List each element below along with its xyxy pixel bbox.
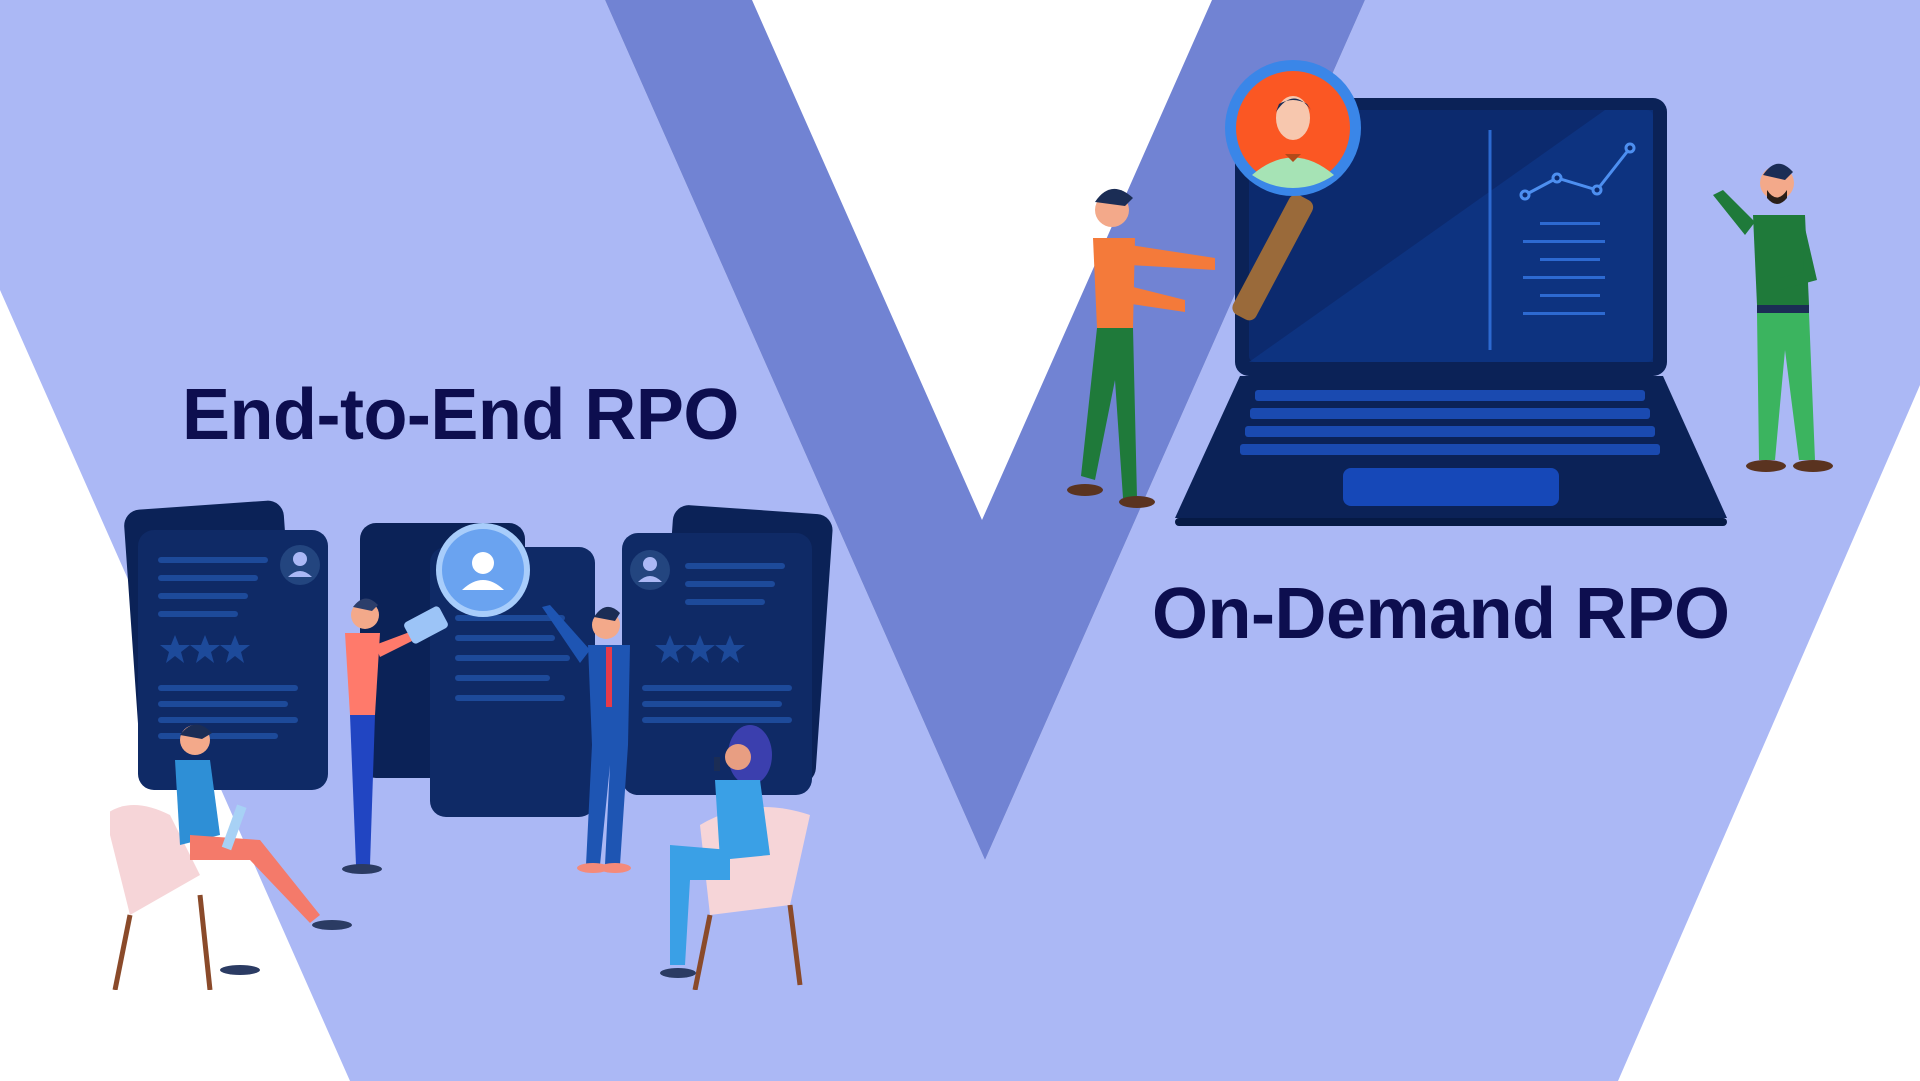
- person-presenting: [1713, 163, 1833, 472]
- magnifier-icon: [1225, 60, 1361, 321]
- star-icon: [655, 635, 745, 663]
- star-icon: [160, 635, 250, 663]
- person-seated-phone: [660, 725, 810, 990]
- chart-icon: [1519, 142, 1636, 201]
- profile-card-icon: [622, 533, 812, 795]
- top-notch-shape: [752, 0, 1212, 520]
- person-seated-laptop: [110, 724, 352, 990]
- resume-search-illustration: [110, 500, 833, 990]
- dark-v-band: [605, 0, 1365, 860]
- magnifier-icon: [436, 523, 530, 617]
- person-standing-tablet: [342, 598, 448, 874]
- person-holding-magnifier: [1067, 188, 1215, 508]
- on-demand-rpo-title: On-Demand RPO: [1152, 574, 1730, 654]
- right-white-wedge: [1618, 385, 1920, 1081]
- end-to-end-rpo-title: End-to-End RPO: [182, 375, 739, 455]
- person-suit-pointing: [542, 605, 631, 873]
- person-icon: [1252, 96, 1334, 188]
- laptop-icon: [1175, 98, 1727, 526]
- laptop-candidate-search-illustration: [1067, 60, 1833, 526]
